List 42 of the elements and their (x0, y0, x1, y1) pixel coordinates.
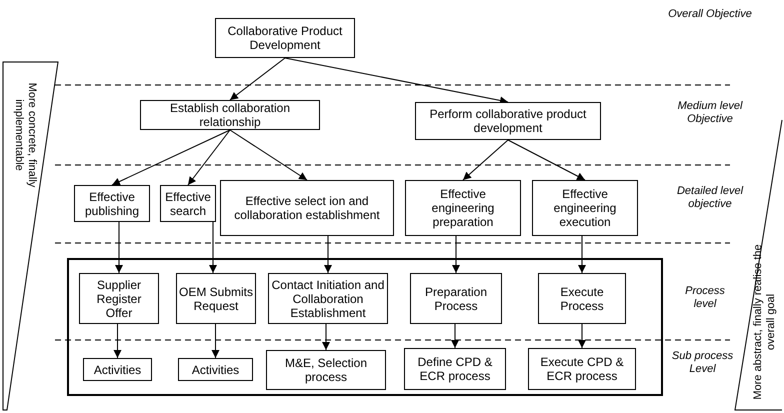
arrow (578, 236, 586, 274)
process-box: Define CPD & ECR process (404, 348, 506, 390)
process-box: Effective engineering preparation (405, 180, 521, 236)
arrow (209, 222, 217, 274)
arrow (451, 324, 459, 348)
process-box: Perform collaborative product development (415, 102, 601, 140)
arrow (508, 140, 586, 180)
level-label: Process level (684, 285, 726, 311)
process-box: Effective search (160, 185, 216, 222)
arrow (212, 324, 220, 358)
arrow (322, 324, 330, 350)
process-group-frame (67, 258, 663, 396)
arrow (578, 324, 586, 348)
arrow (114, 324, 122, 358)
process-box: Execute Process (538, 273, 626, 324)
process-box: Contact Initiation and Collaboration Establishment (268, 273, 388, 324)
level-label: Medium level Objective (676, 100, 744, 126)
axis-note: More concrete, finally implementable (12, 82, 38, 190)
arrow (462, 140, 508, 180)
process-box: Activities (83, 358, 152, 381)
level-label: Sub process Level (670, 350, 734, 376)
arrow (230, 130, 308, 180)
arrow (284, 58, 508, 104)
process-box: Effective engineering execution (532, 180, 638, 236)
process-box: OEM Submits Request (176, 273, 256, 324)
process-box: M&E, Selection process (266, 350, 386, 390)
process-box: Collaborative Product Development (215, 18, 355, 58)
arrow (112, 130, 230, 186)
process-box: Supplier Register Offer (79, 273, 159, 324)
arrow (188, 130, 230, 186)
arrow (230, 58, 286, 100)
process-box: Preparation Process (410, 273, 502, 324)
level-label: Detailed level objective (676, 185, 744, 211)
arrow (115, 222, 123, 274)
arrow (324, 236, 332, 274)
arrow (452, 236, 460, 274)
level-label: Overall Objective (667, 8, 753, 21)
process-box: Execute CPD & ECR process (528, 348, 636, 390)
process-box: Establish collaboration relationship (140, 100, 320, 130)
process-box: Effective publishing (74, 185, 150, 222)
process-box: Activities (178, 358, 253, 381)
process-box: Effective select ion and collaboration establishment (220, 180, 394, 236)
